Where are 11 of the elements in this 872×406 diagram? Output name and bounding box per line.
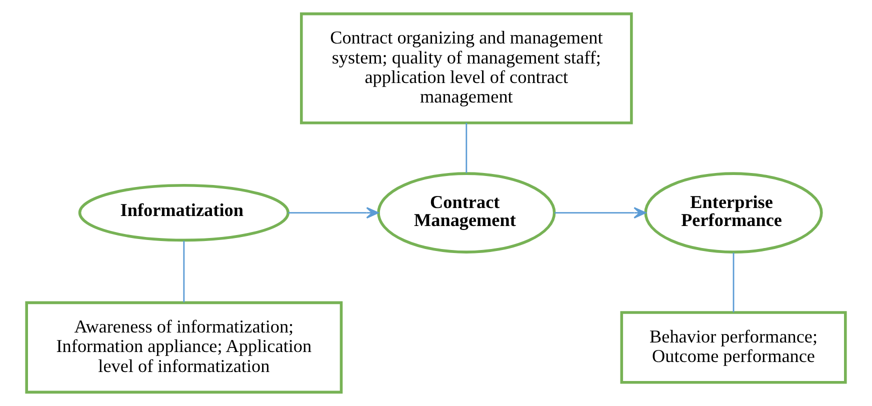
node-ellipse: Enterprise Performance (644, 172, 823, 254)
node-box: Awareness of informatization; Information appliance; Application level of informatization (25, 301, 343, 394)
node-ellipse: Contract Management (377, 172, 556, 254)
node-box: Behavior performance; Outcome performance (620, 311, 847, 384)
connector (183, 240, 185, 302)
node-ellipse: Informatization (78, 184, 290, 242)
node-box: Contract organizing and management system; quality of management staff; application level of contract management (300, 12, 633, 124)
arrow (554, 207, 646, 219)
arrow (288, 207, 379, 219)
connector (466, 122, 468, 173)
connector (732, 252, 734, 312)
